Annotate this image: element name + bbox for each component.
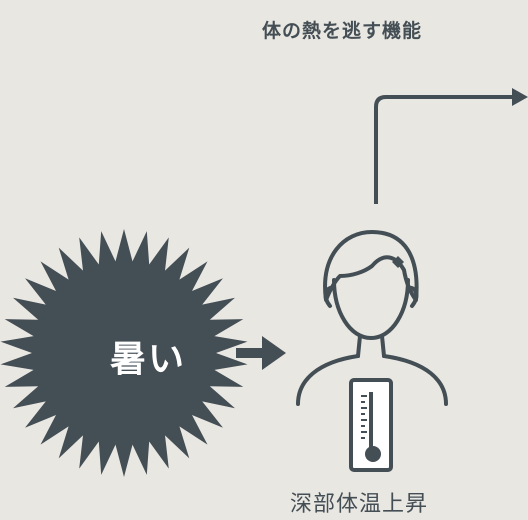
elbow-arrow-connector [374, 88, 528, 204]
arrow-right-icon [236, 336, 286, 370]
heat-release-function-label: 体の熱を逃す機能 [262, 20, 423, 42]
thermometer-icon [349, 378, 393, 472]
hot-label: 暑い [109, 339, 186, 380]
hair-clip-icon [392, 256, 404, 268]
spiky-burst-icon [0, 229, 248, 477]
person-outline-icon [296, 230, 448, 406]
core-body-temperature-rise-label: 深部体温上昇 [290, 492, 429, 517]
